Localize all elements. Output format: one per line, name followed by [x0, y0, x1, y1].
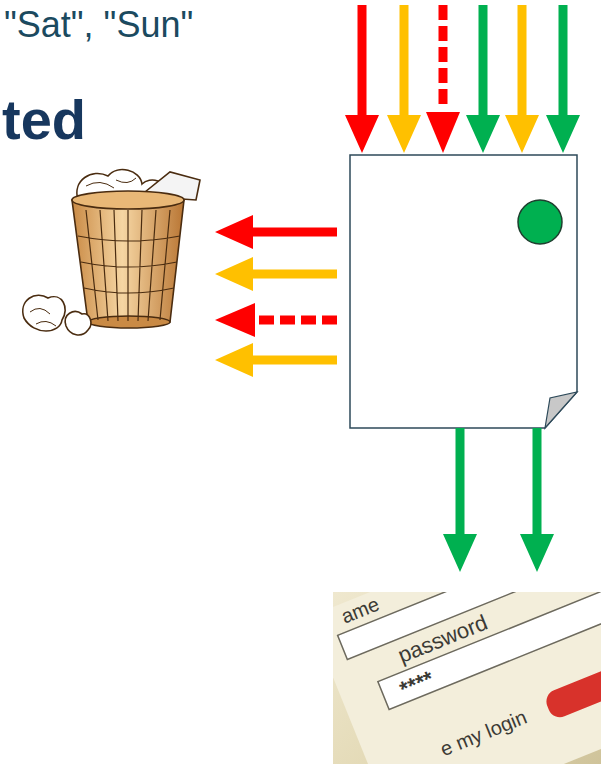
login-button [543, 661, 601, 721]
green-arrow [466, 5, 500, 153]
basket-rim [72, 191, 184, 209]
arrow-dash [439, 89, 448, 104]
arrow-dash [439, 47, 448, 62]
paper-ball [65, 312, 91, 335]
arrow-dash [259, 316, 274, 325]
document-page [350, 155, 577, 428]
login-form: amepassword****e my login [333, 592, 601, 764]
orange-arrow [387, 5, 421, 153]
green-arrow [546, 5, 580, 153]
basket-base [88, 316, 170, 328]
arrow-dash [439, 26, 448, 41]
waste-basket [23, 170, 200, 335]
login-photo: amepassword****e my login [333, 592, 601, 764]
basket-body [72, 200, 184, 322]
red-arrow [215, 215, 337, 249]
arrow-dash [439, 5, 448, 20]
paper-crease [30, 308, 56, 326]
orange-arrow [215, 343, 337, 377]
arrow-dash [439, 68, 448, 83]
form-panel [333, 592, 601, 764]
orange-arrow [505, 5, 539, 153]
green-dot [518, 200, 562, 244]
paper-crease [86, 178, 136, 188]
arrow-dash [301, 316, 316, 325]
red-dashed-arrow [215, 303, 337, 337]
paper-ball [23, 295, 65, 331]
red-dashed-arrow [426, 5, 460, 153]
arrow-dash [280, 316, 295, 325]
green-arrow [443, 428, 477, 572]
slide-heading: ted [2, 88, 86, 152]
orange-arrow [215, 257, 337, 291]
page-fold [545, 392, 577, 428]
arrow-head [426, 112, 460, 153]
arrow-dash [322, 316, 337, 325]
arrow-head [215, 303, 255, 337]
red-arrow [345, 5, 379, 153]
slide-text: "Sat", "Sun" [4, 4, 193, 45]
green-arrow [520, 428, 554, 572]
basket-weave [78, 210, 180, 321]
